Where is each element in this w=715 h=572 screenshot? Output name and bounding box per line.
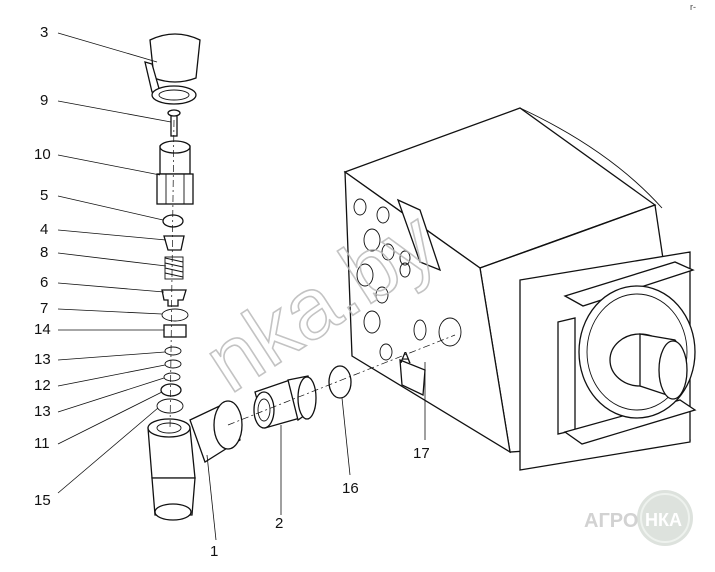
guide [161,289,187,307]
callout-10: 10 [34,146,51,163]
callout-13-upper: 13 [34,351,51,368]
callout-8: 8 [40,244,48,261]
retaining-ring [161,308,189,322]
logo-left-text: АГРО [584,510,638,532]
callout-17: 17 [413,445,430,462]
callout-4: 4 [40,221,48,238]
callout-9: 9 [40,92,48,109]
callout-6: 6 [40,274,48,291]
o-ring-upper [164,346,182,356]
callout-14: 14 [34,321,51,338]
callout-5: 5 [40,187,48,204]
valve [163,235,185,251]
protective-cap [144,33,201,105]
elbow-fitting [147,400,243,521]
coupling [156,140,194,205]
callout-15: 15 [34,492,51,509]
callout-12: 12 [34,377,51,394]
callout-3: 3 [40,24,48,41]
backup-ring [164,359,182,369]
sealing-washer [160,383,182,397]
callout-11: 11 [34,435,50,452]
callout-16: 16 [342,480,359,497]
seat [163,324,187,338]
agro-nka-logo: АГРО НКА [584,490,693,546]
spring [164,256,184,280]
callout-13-lower: 13 [34,403,51,420]
logo-right-text: НКА [645,510,682,530]
port-mark-a: A [400,350,411,367]
logo-badge-icon [640,493,690,543]
corner-mark: r- [690,2,696,12]
o-ring-lower [163,372,181,382]
o-ring-port [328,365,352,399]
union-fitting [253,375,317,429]
leader-lines [57,32,426,541]
callout-7: 7 [40,300,48,317]
pump-body: A [343,107,697,471]
callout-1: 1 [210,543,218,560]
callout-2: 2 [275,515,283,532]
sealing-ring [156,398,184,414]
